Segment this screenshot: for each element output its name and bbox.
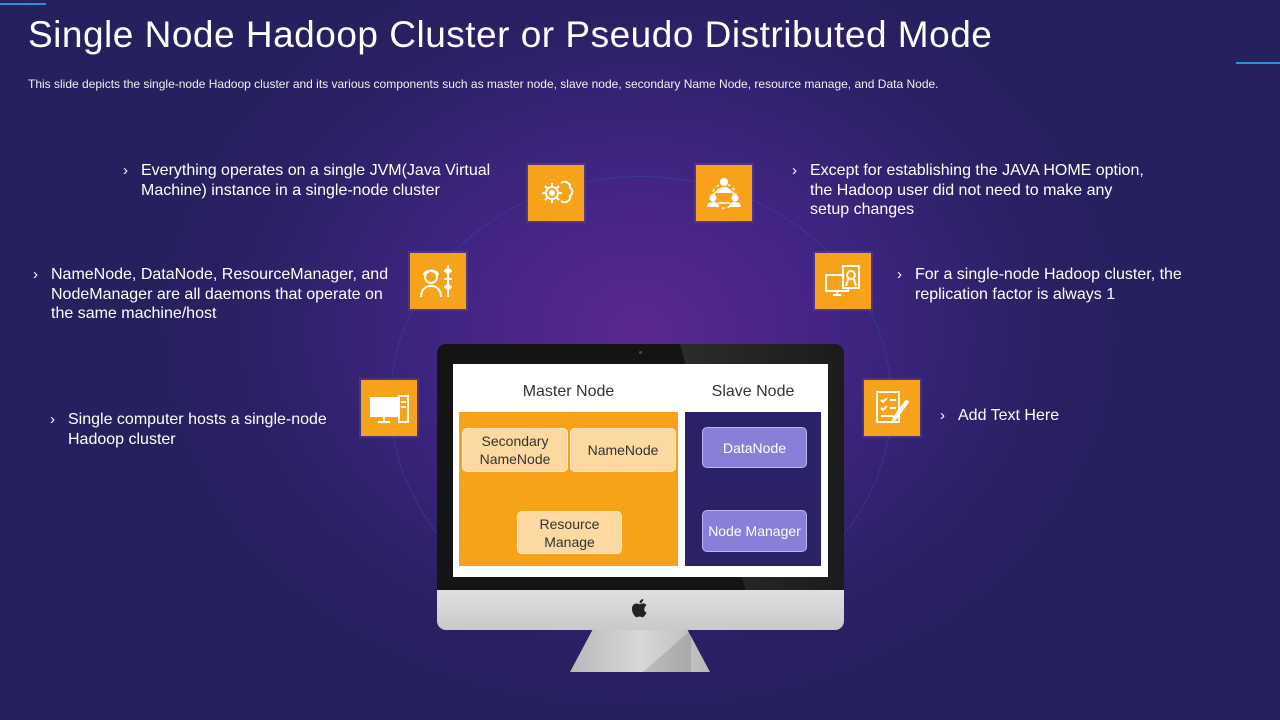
gear-brain-icon <box>528 165 584 221</box>
bullet-chevron: › <box>897 266 902 283</box>
point-text: NameNode, DataNode, ResourceManager, and… <box>51 266 389 322</box>
master-node-label: Master Node <box>522 383 615 400</box>
secondary-namenode-box: Secondary NameNode <box>462 428 568 472</box>
bullet-chevron: › <box>50 411 55 428</box>
bullet-chevron: › <box>123 162 128 179</box>
point-text: Everything operates on a single JVM(Java… <box>141 162 491 199</box>
namenode-box: NameNode <box>570 428 676 472</box>
apple-logo-icon <box>630 597 650 619</box>
point-top-left: › Everything operates on a single JVM(Ja… <box>123 161 503 200</box>
bullet-chevron: › <box>33 266 38 283</box>
top-accent-line <box>0 3 46 5</box>
certificate-computer-icon <box>815 253 871 309</box>
point-text: Add Text Here <box>958 407 1060 424</box>
node-manager-box: Node Manager <box>702 510 807 552</box>
point-top-right: › Except for establishing the JAVA HOME … <box>792 161 1152 220</box>
checklist-pen-icon <box>864 380 920 436</box>
point-bottom-left: › Single computer hosts a single-node Ha… <box>50 410 350 449</box>
point-text: For a single-node Hadoop cluster, the re… <box>915 266 1182 303</box>
resource-manage-box: Resource Manage <box>517 511 622 554</box>
bullet-chevron: › <box>792 162 797 179</box>
point-bottom-right: › Add Text Here <box>940 406 1140 426</box>
desktop-computer-icon <box>361 380 417 436</box>
slave-node-label: Slave Node <box>711 383 795 400</box>
point-mid-left: › NameNode, DataNode, ResourceManager, a… <box>33 265 401 324</box>
datanode-box: DataNode <box>702 427 807 468</box>
point-text: Except for establishing the JAVA HOME op… <box>810 162 1144 218</box>
point-text: Single computer hosts a single-node Hado… <box>68 411 327 448</box>
right-accent-line <box>1236 62 1280 64</box>
monitor-camera <box>639 351 642 354</box>
page-subtitle: This slide depicts the single-node Hadoo… <box>28 77 939 91</box>
point-mid-right: › For a single-node Hadoop cluster, the … <box>897 265 1197 304</box>
page-title: Single Node Hadoop Cluster or Pseudo Dis… <box>28 14 993 55</box>
monitor-stand <box>570 630 710 672</box>
network-team-icon <box>696 165 752 221</box>
bullet-chevron: › <box>940 407 945 424</box>
worker-settings-icon <box>410 253 466 309</box>
